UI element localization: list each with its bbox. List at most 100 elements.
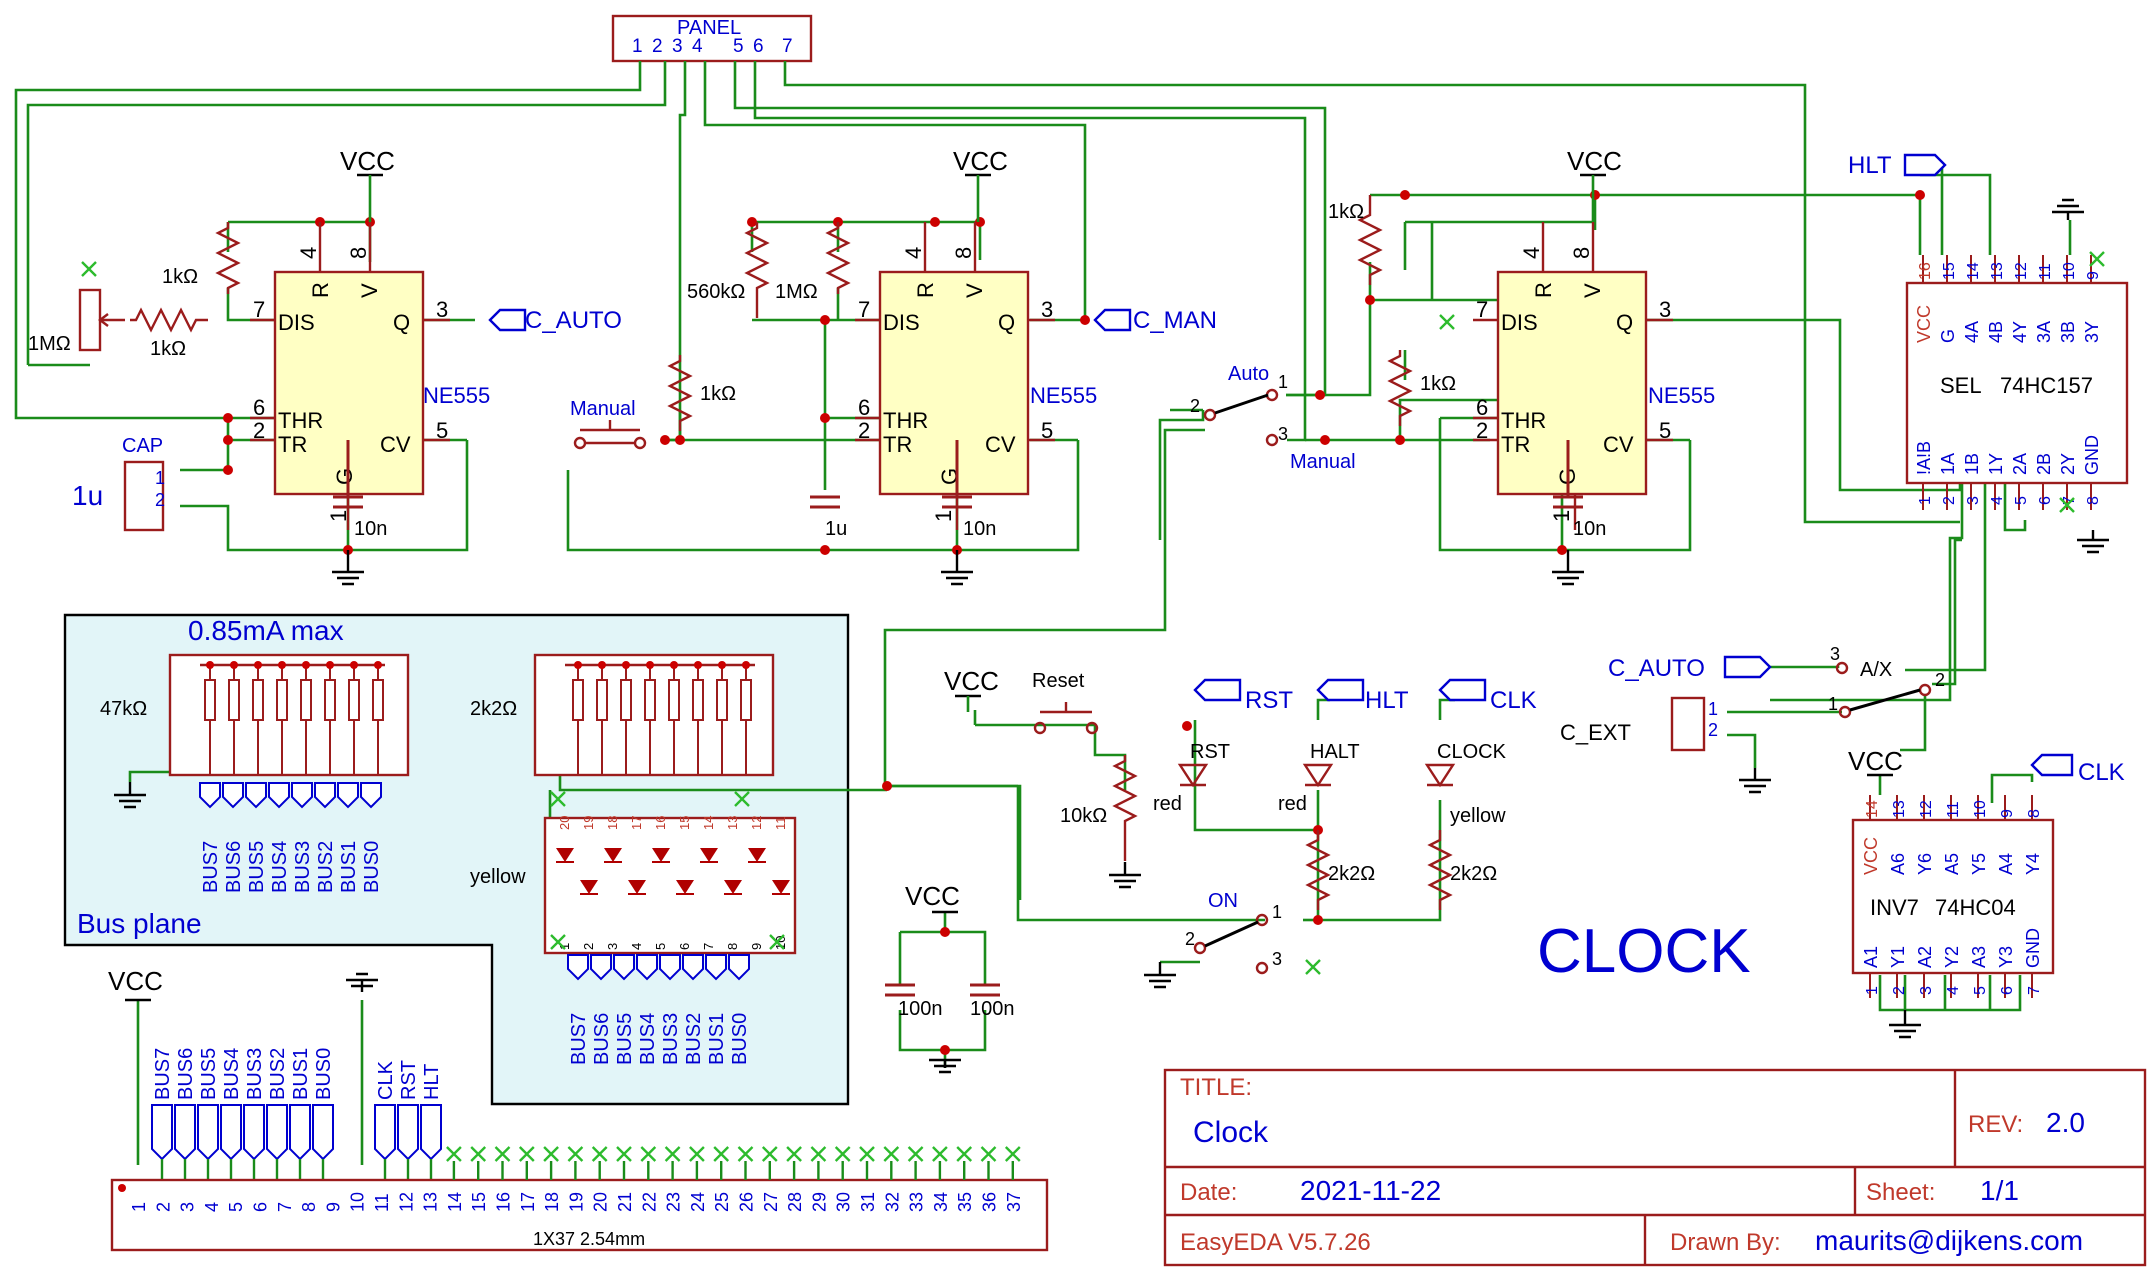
header-pin-number: 34: [931, 1192, 951, 1212]
array-2k2-junction: [718, 661, 726, 669]
svg-text:1: 1: [1708, 699, 1718, 719]
header-pin-number: 29: [809, 1192, 829, 1212]
header-pin-number: 6: [251, 1202, 271, 1212]
header-no-connect: [543, 1146, 559, 1162]
header-pin-number: 22: [639, 1192, 659, 1212]
r-value-1: 1kΩ: [162, 266, 198, 288]
tool-label: EasyEDA V5.7.26: [1180, 1229, 1371, 1256]
inv-top-pin-num: 14: [1864, 800, 1881, 818]
flag-c-man: C_MAN: [1133, 307, 1217, 334]
inv-bottom-pin-name: A3: [1969, 946, 1989, 968]
bus-plane-label: Bus plane: [77, 908, 202, 939]
inv-top-pin-num: 12: [1918, 800, 1935, 818]
led-pin-top: 16: [653, 816, 668, 830]
led-pin-top: 20: [557, 816, 572, 830]
bus-label: BUS0: [729, 1013, 751, 1065]
bus-flag: [567, 954, 589, 981]
on-switch: ON 1 2 3: [1185, 890, 1282, 975]
inv-top-pin-name: Y5: [1969, 853, 1989, 875]
schematic-big-title: CLOCK: [1537, 917, 1751, 986]
header-pin-number: 23: [664, 1192, 684, 1212]
header-bus-flag: [289, 1104, 311, 1161]
svg-text:VCC: VCC: [108, 966, 163, 996]
bus-flag: [728, 954, 750, 981]
pin-7-num: 7: [253, 297, 265, 322]
sel-top-pin-num: 13: [1989, 262, 2006, 280]
sel-top-pin-num: 15: [1941, 262, 1958, 280]
bus-label: BUS3: [660, 1013, 682, 1065]
pin-4-num: 4: [1519, 247, 1544, 259]
header-pin-number: 36: [980, 1192, 1000, 1212]
array-47k-resistor: [228, 679, 240, 721]
header-pin-number: 21: [615, 1192, 635, 1212]
header-signal-flag: [374, 1104, 396, 1161]
header-bus-label: BUS7: [152, 1048, 174, 1100]
c-value-3: 10n: [1573, 518, 1606, 540]
pin-2-num: 2: [858, 418, 870, 443]
bus-label: BUS7: [568, 1013, 590, 1065]
pin-thr-label: THR: [883, 408, 928, 433]
pin-2-num: 2: [1476, 418, 1488, 443]
led-pin-bottom: 5: [653, 943, 668, 950]
r-value-10: 2k2Ω: [1328, 863, 1375, 885]
header-pin-number: 5: [226, 1202, 246, 1212]
pin-4-num: 4: [296, 247, 321, 259]
cap-label: CAP: [122, 435, 163, 457]
svg-text:VCC: VCC: [340, 146, 395, 176]
sel-top-pin-num: 10: [2061, 262, 2078, 280]
array-2k2-junction: [622, 661, 630, 669]
manual-button-label: Manual: [570, 398, 636, 420]
auto-manual-switch: Auto Manual 1 2 3: [1190, 363, 1356, 473]
header-pin-number: 19: [566, 1192, 586, 1212]
header-pin-number: 2: [153, 1202, 173, 1212]
array-47k-junction: [206, 661, 214, 669]
array-47k-junction: [230, 661, 238, 669]
header-pin-number: 4: [202, 1202, 222, 1212]
led-pin-bottom: 8: [725, 943, 740, 950]
header-pin-number: 27: [761, 1192, 781, 1212]
array-47k-junction: [374, 661, 382, 669]
pin-tr-label: TR: [278, 432, 307, 457]
auto-label: Auto: [1228, 363, 1269, 385]
led-pin-top: 11: [773, 817, 788, 831]
ne555-timer-2: DIS Q THR TR CV G R V 7 3 6 2 5 4 8 1 NE…: [855, 222, 1097, 530]
manual-pushbutton: Manual: [570, 398, 647, 450]
resistor-array-47k-elements: [204, 661, 384, 775]
header-no-connect: [446, 1146, 462, 1162]
led-pin-top: 12: [749, 816, 764, 830]
rst-led-label: RST: [1190, 741, 1230, 763]
drawn-label: Drawn By:: [1670, 1229, 1781, 1256]
pin-r-label: R: [1531, 282, 1556, 298]
bus-flag: [590, 954, 612, 981]
header-bus-label: BUS6: [175, 1048, 197, 1100]
panel-label: PANEL: [677, 17, 741, 39]
ne555-timer-1: DIS Q THR TR CV G R V 7 3 6 2 5 4 8 1 NE…: [250, 222, 490, 530]
header-no-connect: [932, 1146, 948, 1162]
header-pin-number: 9: [323, 1202, 343, 1212]
inv-top-pin-name: A4: [1996, 853, 2016, 875]
r-value-12: 47kΩ: [100, 698, 147, 720]
c-value-6: 100n: [970, 998, 1015, 1020]
array-2k2-junction: [670, 661, 678, 669]
potentiometer: [78, 288, 125, 352]
pin-r-label: R: [308, 282, 333, 298]
cap-connector: CAP 1u 1 2: [72, 435, 165, 532]
panel-pin-2: 2: [652, 36, 663, 57]
resistors: [130, 195, 1453, 910]
sel-bottom-pin-num: 5: [2013, 496, 2030, 505]
part-label: NE555: [423, 383, 490, 408]
wires: [14, 61, 2072, 1165]
bus-label: BUS5: [614, 1013, 636, 1065]
date-label: Date:: [1180, 1179, 1237, 1206]
bus-flag: [682, 954, 704, 981]
pin-2-num: 2: [253, 418, 265, 443]
net-flags: C_AUTO C_MAN HLT RST HLT CLK C_AUTO CLK: [488, 152, 2125, 786]
array-47k-junction: [302, 661, 310, 669]
sel-bottom-pin-name: GND: [2082, 435, 2102, 475]
r-value-6: 1kΩ: [700, 383, 736, 405]
part-label: NE555: [1648, 383, 1715, 408]
header-no-connect: [761, 1146, 778, 1162]
inv-bottom-pin-num: 6: [1999, 986, 2016, 995]
reset-label: Reset: [1032, 670, 1085, 692]
pin-v-label: V: [962, 283, 987, 298]
